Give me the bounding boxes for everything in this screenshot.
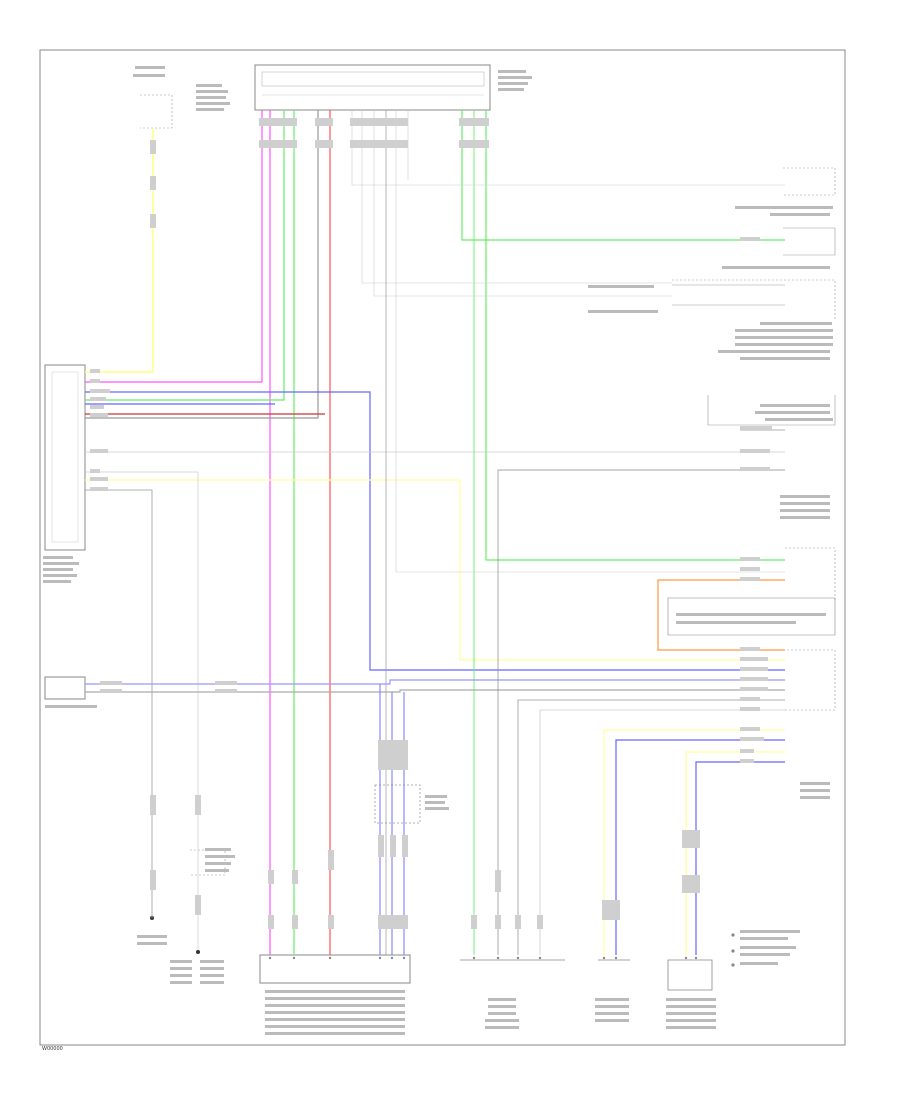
left-connector <box>43 364 86 583</box>
top-left-component <box>133 66 230 129</box>
wire-thin-6 <box>373 110 672 297</box>
wire-orange-1 <box>657 579 785 651</box>
top-right-label <box>498 70 532 91</box>
relay-component <box>374 784 449 824</box>
wire-green-3 <box>461 110 785 241</box>
wire-right-5 <box>685 751 785 955</box>
wire-meter-1 <box>85 679 785 685</box>
wire-thin-2 <box>85 471 199 950</box>
wire-gray-1 <box>85 110 319 419</box>
wire-thin-3 <box>85 489 153 918</box>
wire-green-4 <box>485 110 785 561</box>
wire-meter-2 <box>85 689 785 693</box>
wire-thin-8 <box>395 110 785 573</box>
wire-yellow-1 <box>85 128 154 373</box>
top-connector <box>254 64 491 111</box>
right-components <box>588 167 836 799</box>
ground-symbols <box>137 848 235 984</box>
wire-right-4 <box>615 739 785 955</box>
wire-magenta-1 <box>85 110 263 383</box>
diagram-frame <box>39 49 846 1046</box>
wire-thin-4 <box>351 110 785 186</box>
wire-right-6 <box>695 761 785 955</box>
bottom-connectors <box>259 954 716 1035</box>
wires <box>85 110 785 955</box>
wire-right-1 <box>517 699 785 955</box>
combination-meter-connector <box>44 676 97 708</box>
legend <box>731 930 800 967</box>
wire-thin-5 <box>361 110 672 284</box>
wire-blue-1 <box>85 391 785 671</box>
wire-labels <box>90 118 772 929</box>
pin-dots <box>268 956 698 960</box>
wire-right-3 <box>603 729 785 955</box>
wire-green-1 <box>85 110 285 401</box>
wire-right-8 <box>497 469 785 955</box>
wire-right-2 <box>539 709 785 955</box>
footer-code: W00000 <box>42 1046 63 1052</box>
wire-yellow-2 <box>85 479 785 661</box>
